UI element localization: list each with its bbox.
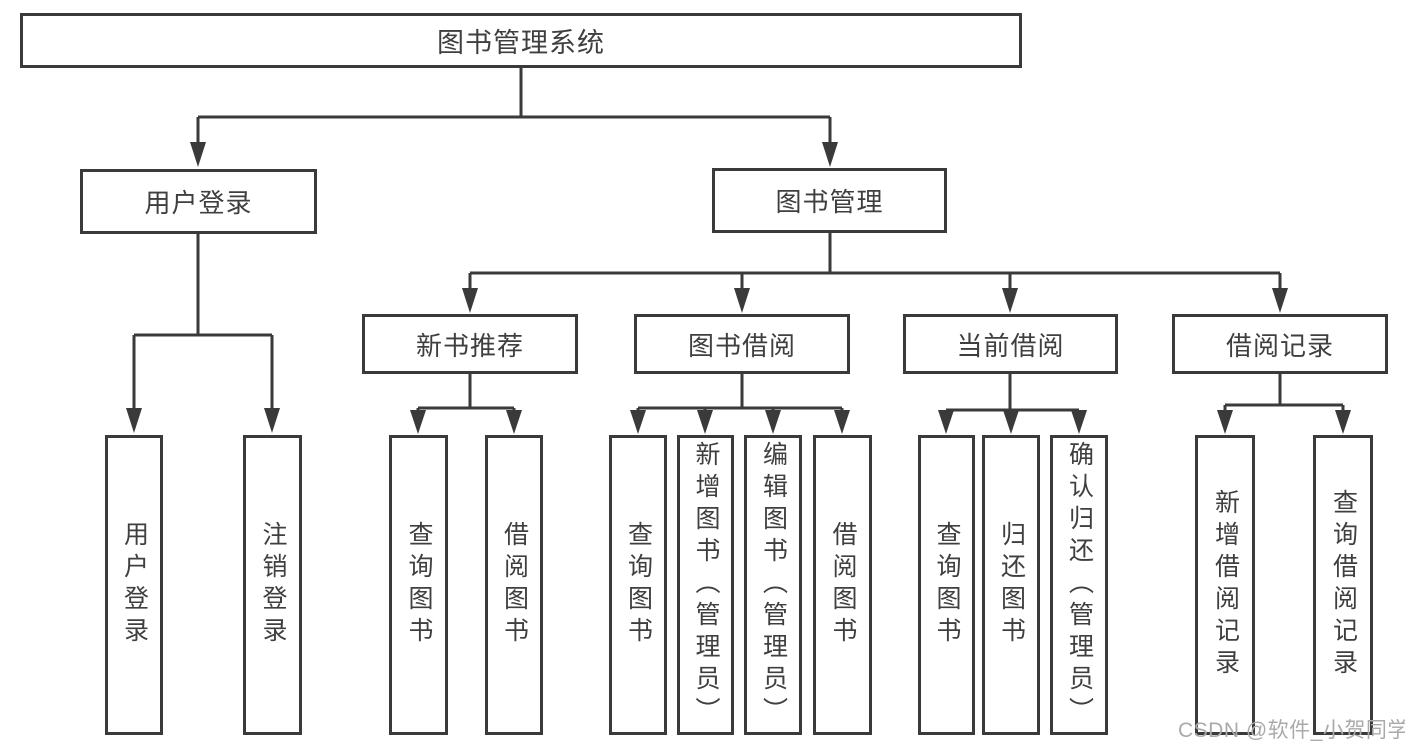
- connector-new-book-recommendation-to-leaves: [410, 374, 522, 434]
- leaf-query-books: 查询图书: [389, 435, 448, 735]
- leaf-query-books: 查询图书: [609, 435, 667, 735]
- leaf-label: 用户登录: [120, 521, 149, 649]
- node-label: 图书借阅: [687, 330, 796, 361]
- node-borrowing-records: 借阅记录: [1172, 314, 1388, 374]
- leaf-logout-login: 注销登录: [243, 435, 302, 735]
- leaf-user-login: 用户登录: [105, 435, 163, 735]
- leaf-query-borrow-record: 查询借阅记录: [1313, 435, 1373, 735]
- connector-book-management-to-level3: [462, 233, 1288, 313]
- leaf-query-books: 查询图书: [918, 435, 975, 735]
- leaf-borrow-books: 借阅图书: [485, 435, 543, 735]
- leaf-label: 确认归还（管理员）: [1065, 441, 1094, 729]
- node-user-login: 用户登录: [80, 169, 317, 234]
- leaf-label: 借阅图书: [829, 521, 857, 649]
- leaf-label: 编辑图书（管理员）: [759, 441, 788, 729]
- leaf-label: 查询图书: [933, 521, 961, 649]
- leaf-label: 借阅图书: [500, 521, 529, 649]
- leaf-label: 新增图书（管理员）: [692, 441, 720, 729]
- connector-root-to-level2: [190, 68, 838, 167]
- connector-user-login-to-leaves: [126, 234, 280, 433]
- leaf-add-borrow-record: 新增借阅记录: [1195, 435, 1255, 735]
- leaf-label: 注销登录: [259, 521, 287, 649]
- leaf-label: 归还图书: [997, 521, 1026, 649]
- connector-borrowing-records-to-leaves: [1217, 374, 1351, 434]
- node-book-management: 图书管理: [712, 168, 947, 233]
- node-label: 当前借阅: [956, 330, 1065, 361]
- node-library-management-system: 图书管理系统: [20, 13, 1022, 68]
- leaf-label: 新增借阅记录: [1211, 489, 1240, 681]
- leaf-return-books: 归还图书: [982, 435, 1040, 735]
- connector-current-borrowing-to-leaves: [938, 374, 1087, 434]
- leaf-add-books-admin: 新增图书（管理员）: [677, 435, 734, 735]
- node-label: 新书推荐: [415, 330, 524, 361]
- connector-book-borrowing-to-leaves: [630, 374, 850, 434]
- leaf-borrow-books: 借阅图书: [813, 435, 872, 735]
- leaf-label: 查询图书: [405, 521, 433, 649]
- leaf-confirm-return-admin: 确认归还（管理员）: [1050, 435, 1108, 735]
- node-label: 图书管理系统: [437, 28, 605, 58]
- node-label: 借阅记录: [1225, 330, 1334, 361]
- leaf-label: 查询借阅记录: [1329, 489, 1358, 681]
- node-current-borrowing: 当前借阅: [903, 314, 1118, 374]
- leaf-label: 查询图书: [624, 521, 653, 649]
- node-book-borrowing: 图书借阅: [634, 314, 850, 374]
- csdn-watermark: CSDN @软件_小贺同学: [1178, 719, 1405, 742]
- node-label: 图书管理: [775, 187, 884, 217]
- node-label: 用户登录: [144, 188, 253, 218]
- node-new-book-recommendation: 新书推荐: [362, 314, 578, 374]
- leaf-edit-books-admin: 编辑图书（管理员）: [744, 435, 802, 735]
